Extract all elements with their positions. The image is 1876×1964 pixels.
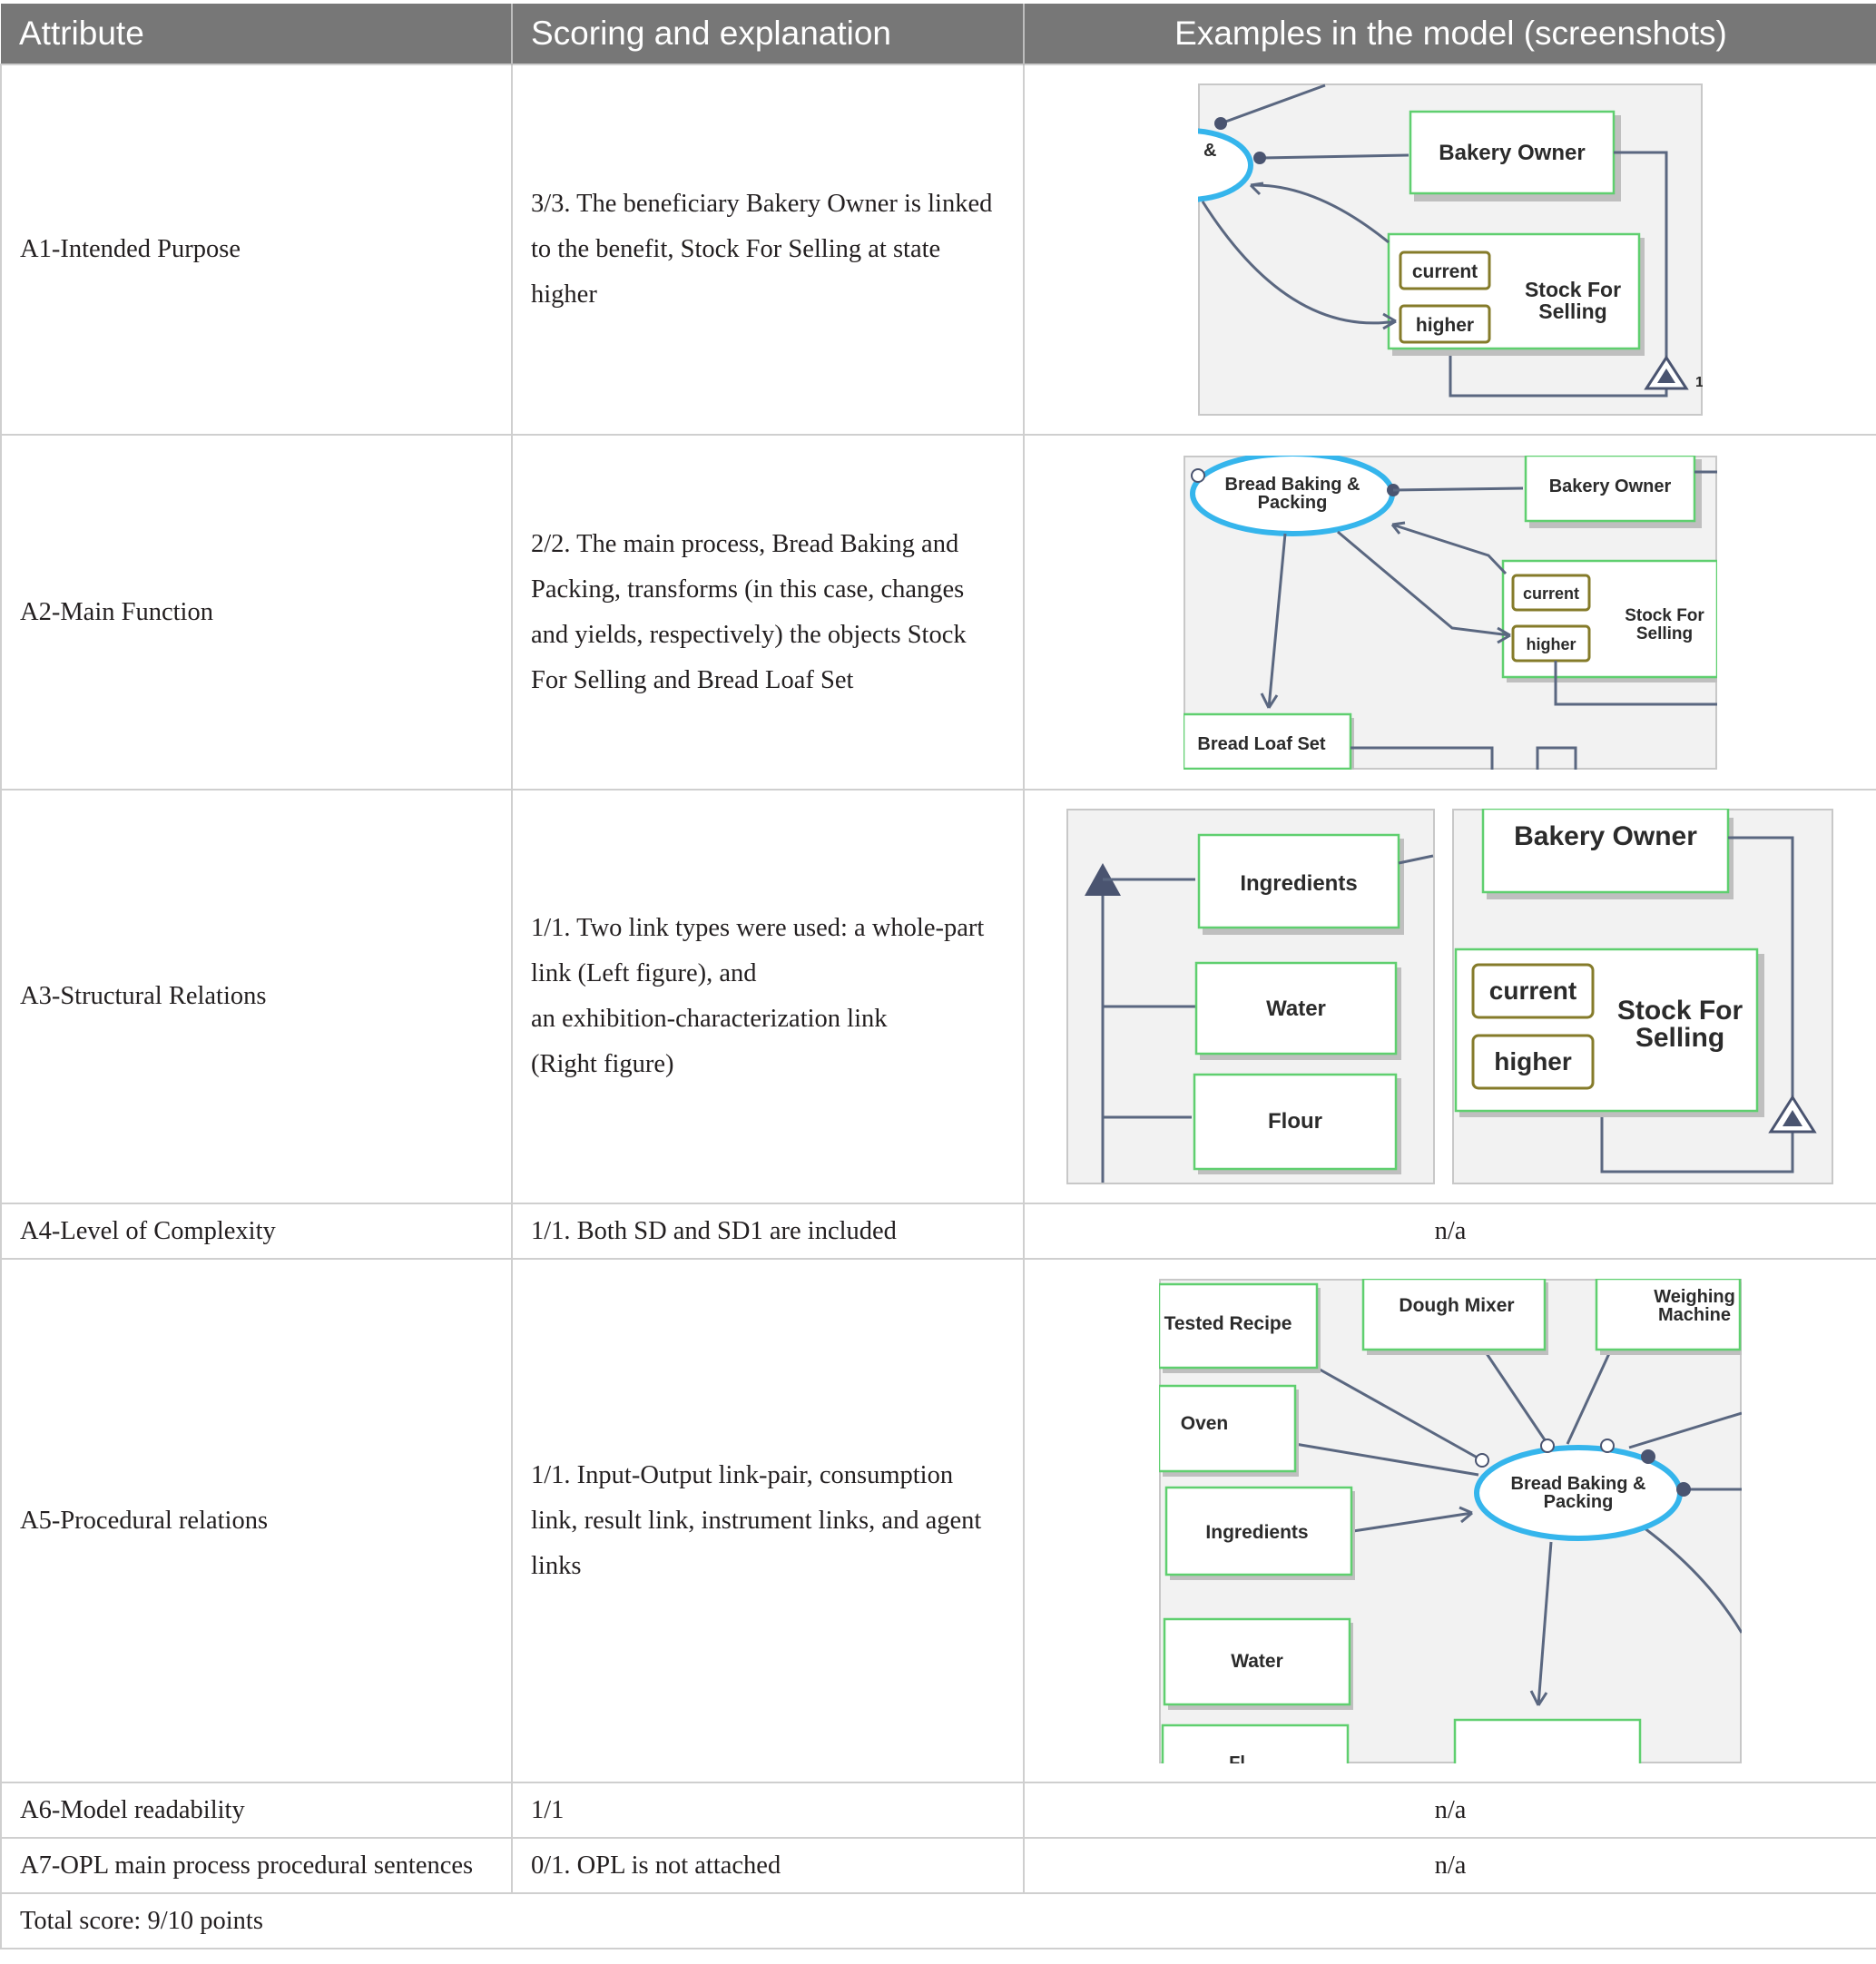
scoring-cell: 3/3. The beneficiary Bakery Owner is lin… <box>511 64 1025 436</box>
result-object <box>1453 1718 1642 1763</box>
svg-text:Stock For: Stock For <box>1617 996 1743 1026</box>
svg-text:Selling: Selling <box>1636 624 1693 643</box>
svg-text:Ingredients: Ingredients <box>1240 871 1357 896</box>
screenshot-main-function: Bread Baking & Packing Bakery Owner curr… <box>1184 455 1717 770</box>
svg-text:Bakery Owner: Bakery Owner <box>1549 476 1672 496</box>
header-scoring: Scoring and explanation <box>512 4 1025 64</box>
svg-text:1: 1 <box>1695 375 1703 390</box>
scoring-cell: 1/1 <box>511 1782 1025 1839</box>
example-cell: n/a <box>1023 1837 1876 1894</box>
state-higher <box>1471 1034 1595 1090</box>
dough-mixer-object <box>1361 1278 1547 1350</box>
table-row: A4-Level of Complexity 1/1. Both SD and … <box>0 1203 1876 1260</box>
svg-text:Packing: Packing <box>1544 1492 1614 1512</box>
scoring-cell: 1/1. Two link types were used: a whole-p… <box>511 789 1025 1204</box>
attribute-cell: A7-OPL main process procedural sentences <box>0 1837 513 1894</box>
example-cell: Tested Recipe Dough Mixer Weighing Machi… <box>1023 1258 1876 1783</box>
total-score: Total score: 9/10 points <box>0 1892 1876 1949</box>
svg-text:Ingredients: Ingredients <box>1205 1522 1308 1543</box>
scoring-line: link (Left figure), and <box>531 959 757 987</box>
svg-text:Bread Baking &: Bread Baking & <box>1511 1474 1646 1494</box>
state-current <box>1471 963 1595 1019</box>
svg-text:Flour: Flour <box>1268 1109 1322 1134</box>
svg-text:Water: Water <box>1231 1651 1283 1672</box>
table-row: A2-Main Function 2/2. The main process, … <box>0 434 1876 791</box>
table-row: A6-Model readability 1/1 n/a <box>0 1782 1876 1839</box>
scoring-cell: 0/1. OPL is not attached <box>511 1837 1025 1894</box>
svg-text:Fl: Fl <box>1229 1753 1245 1763</box>
state-higher <box>1399 304 1491 344</box>
whole-part-figure: Ingredients Water Flour <box>1066 809 1435 1184</box>
scoring-cell: 1/1. Both SD and SD1 are included <box>511 1203 1025 1260</box>
example-cell: n/a <box>1023 1782 1876 1839</box>
svg-text:Machine: Machine <box>1658 1305 1731 1325</box>
svg-text:current: current <box>1523 584 1579 603</box>
table-row: A1-Intended Purpose 3/3. The beneficiary… <box>0 64 1876 436</box>
table-row: A3-Structural Relations 1/1. Two link ty… <box>0 789 1876 1204</box>
svg-text:Packing: Packing <box>1258 493 1328 513</box>
svg-text:Oven: Oven <box>1181 1413 1229 1434</box>
svg-text:higher: higher <box>1416 315 1474 336</box>
svg-text:Tested Recipe: Tested Recipe <box>1164 1313 1292 1334</box>
bakery-owner-object <box>1481 809 1730 894</box>
example-cell: n/a <box>1023 1203 1876 1260</box>
oven-object <box>1159 1384 1297 1472</box>
header-examples: Examples in the model (screenshots) <box>1024 4 1876 64</box>
attribute-cell: A4-Level of Complexity <box>0 1203 513 1260</box>
attribute-cell: A2-Main Function <box>0 434 513 791</box>
svg-text:Bread Baking &: Bread Baking & <box>1225 475 1360 495</box>
svg-text:Dough Mixer: Dough Mixer <box>1399 1295 1514 1316</box>
scoring-table: Attribute Scoring and explanation Exampl… <box>0 4 1876 1949</box>
svg-text:Stock For: Stock For <box>1525 278 1621 301</box>
scoring-cell: 2/2. The main process, Bread Baking and … <box>511 434 1025 791</box>
flour-object <box>1193 1073 1398 1171</box>
bakery-owner-object <box>1524 455 1696 522</box>
table-row: A5-Procedural relations 1/1. Input-Outpu… <box>0 1258 1876 1783</box>
state-higher <box>1511 624 1591 662</box>
svg-text:Weighing: Weighing <box>1654 1287 1735 1307</box>
ingredients-object <box>1164 1486 1353 1576</box>
water-object <box>1194 961 1398 1056</box>
svg-text:current: current <box>1489 977 1576 1005</box>
attribute-cell: A6-Model readability <box>0 1782 513 1839</box>
example-cell: & Bakery Owner current high <box>1023 64 1876 436</box>
bread-loaf-set-object <box>1184 712 1352 770</box>
svg-text:Stock For: Stock For <box>1625 606 1704 625</box>
header-row: Attribute Scoring and explanation Exampl… <box>1 4 1876 64</box>
screenshot-procedural-relations: Tested Recipe Dough Mixer Weighing Machi… <box>1159 1278 1742 1763</box>
svg-text:Bakery Owner: Bakery Owner <box>1514 821 1697 851</box>
flour-object <box>1161 1723 1350 1763</box>
svg-text:higher: higher <box>1526 635 1576 653</box>
header-attribute: Attribute <box>1 4 513 64</box>
ingredients-object <box>1197 833 1400 929</box>
svg-text:Selling: Selling <box>1538 300 1606 323</box>
svg-text:Water: Water <box>1266 997 1326 1021</box>
screenshot-intended-purpose: & Bakery Owner current high <box>1198 83 1703 416</box>
process-fragment: & <box>1203 141 1216 161</box>
svg-text:higher: higher <box>1494 1047 1572 1075</box>
bakery-owner-object <box>1409 110 1616 195</box>
weighing-machine-object <box>1595 1278 1742 1350</box>
attribute-cell: A1-Intended Purpose <box>0 64 513 436</box>
svg-text:current: current <box>1412 261 1478 282</box>
scoring-line: (Right figure) <box>531 1050 674 1078</box>
svg-text:Bread Loaf Set: Bread Loaf Set <box>1197 734 1325 754</box>
example-cell: Bread Baking & Packing Bakery Owner curr… <box>1023 434 1876 791</box>
screenshot-structural-relations: Ingredients Water Flour Bak <box>1066 809 1833 1184</box>
scoring-line: 1/1. Two link types were used: a whole-p… <box>531 914 985 942</box>
tested-recipe-object <box>1159 1282 1319 1369</box>
attribute-cell: A3-Structural Relations <box>0 789 513 1204</box>
attribute-cell: A5-Procedural relations <box>0 1258 513 1783</box>
svg-text:Bakery Owner: Bakery Owner <box>1439 141 1585 165</box>
svg-text:Selling: Selling <box>1635 1023 1724 1053</box>
scoring-cell: 1/1. Input-Output link-pair, consumption… <box>511 1258 1025 1783</box>
scoring-line: an exhibition-characterization link <box>531 1005 888 1033</box>
table-row: A7-OPL main process procedural sentences… <box>0 1837 1876 1894</box>
total-row: Total score: 9/10 points <box>0 1892 1876 1949</box>
example-cell: Ingredients Water Flour Bak <box>1023 789 1876 1204</box>
state-current <box>1511 574 1591 611</box>
state-current <box>1399 250 1491 290</box>
water-object <box>1163 1617 1351 1705</box>
exhibition-figure: Bakery Owner current higher Stock For Se… <box>1452 809 1833 1184</box>
